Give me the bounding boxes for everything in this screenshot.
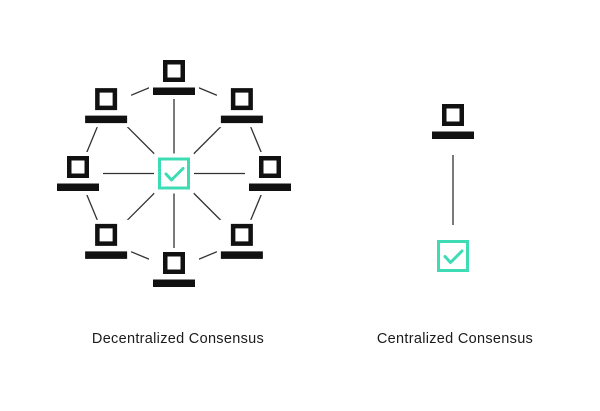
terminal-node-icon <box>53 152 103 195</box>
checkmark-box-icon <box>154 153 194 194</box>
terminal-node-icon <box>149 248 199 291</box>
centralized-network-graphic <box>428 100 478 276</box>
centralized-consensus-figure <box>398 90 508 290</box>
terminal-node-icon <box>428 100 478 143</box>
terminal-node-icon <box>81 219 132 263</box>
terminal-node-icon <box>149 56 199 99</box>
checkmark-box-icon <box>433 236 473 276</box>
terminal-node-icon <box>245 152 295 195</box>
centralized-caption: Centralized Consensus <box>376 331 534 347</box>
terminal-node-icon <box>216 84 267 128</box>
decentralized-consensus-figure <box>30 30 320 302</box>
decentralized-caption: Decentralized Consensus <box>91 331 265 347</box>
decentralized-network-graphic <box>53 56 295 291</box>
terminal-node-icon <box>216 219 267 263</box>
terminal-node-icon <box>81 84 132 128</box>
